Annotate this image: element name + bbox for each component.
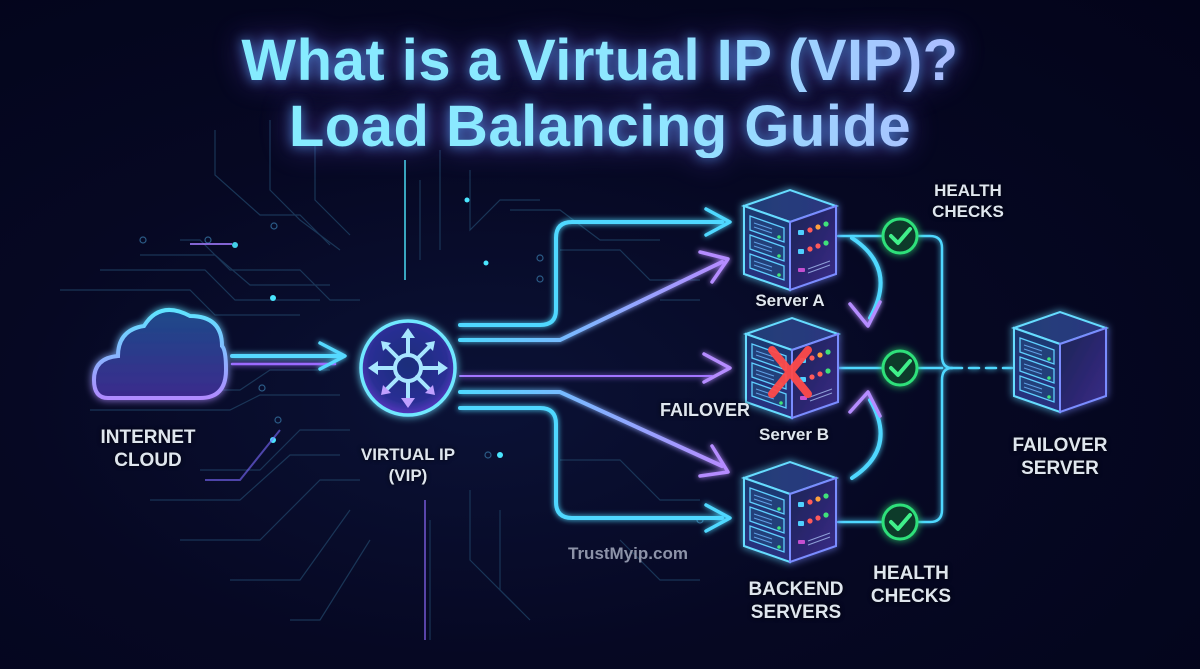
flow-to-server-c-bottom [458, 406, 724, 520]
health-checks-top-line2: CHECKS [932, 202, 1004, 221]
check-icon [881, 349, 919, 387]
health-checks-bottom-line1: HEALTH [873, 563, 949, 584]
failover-server [1013, 311, 1107, 413]
vip-label-line2: (VIP) [388, 466, 428, 485]
health-checks-top-line1: HEALTH [934, 181, 1002, 200]
flow-to-server-c-diagonal [458, 390, 724, 468]
check-icon [881, 503, 919, 541]
watermark: TrustMyip.com [568, 544, 688, 563]
failed-x-icon [768, 346, 812, 398]
vip-label: VIRTUAL IP (VIP) [348, 444, 468, 486]
health-checks-top-label: HEALTH CHECKS [918, 180, 1018, 222]
check-icon [881, 217, 919, 255]
internet-cloud-label-line1: INTERNET [100, 427, 196, 448]
flow-to-server-a-diagonal [458, 260, 724, 342]
backend-servers-label-line2: SERVERS [750, 602, 842, 623]
failover-annotation: FAILOVER [660, 400, 751, 420]
failover-server-label-line1: FAILOVER [1012, 435, 1108, 456]
health-check-badges [881, 217, 919, 541]
failover-arrow-top [850, 236, 883, 320]
internet-cloud-label-line2: CLOUD [114, 450, 182, 471]
server-b-label: Server B [759, 425, 829, 444]
failover-arrow-bottom [850, 398, 883, 480]
backend-servers-label-line1: BACKEND [748, 579, 844, 600]
health-checks-bottom-label: HEALTH CHECKS [856, 562, 966, 608]
failover-server-label: FAILOVER SERVER [1000, 434, 1120, 480]
flow-to-server-a-top [458, 220, 724, 327]
server-c [743, 461, 837, 563]
server-a [743, 189, 837, 291]
server-a-label: Server A [755, 291, 825, 310]
failover-server-label-line2: SERVER [1021, 458, 1099, 479]
title-line-2: Load Balancing Guide [0, 96, 1200, 158]
internet-cloud-label: INTERNET CLOUD [88, 426, 208, 472]
title-line-1: What is a Virtual IP (VIP)? [0, 30, 1200, 92]
backend-servers-label: BACKEND SERVERS [736, 578, 856, 624]
health-checks-bottom-line2: CHECKS [870, 586, 952, 607]
vip-label-line1: VIRTUAL IP [360, 445, 456, 464]
